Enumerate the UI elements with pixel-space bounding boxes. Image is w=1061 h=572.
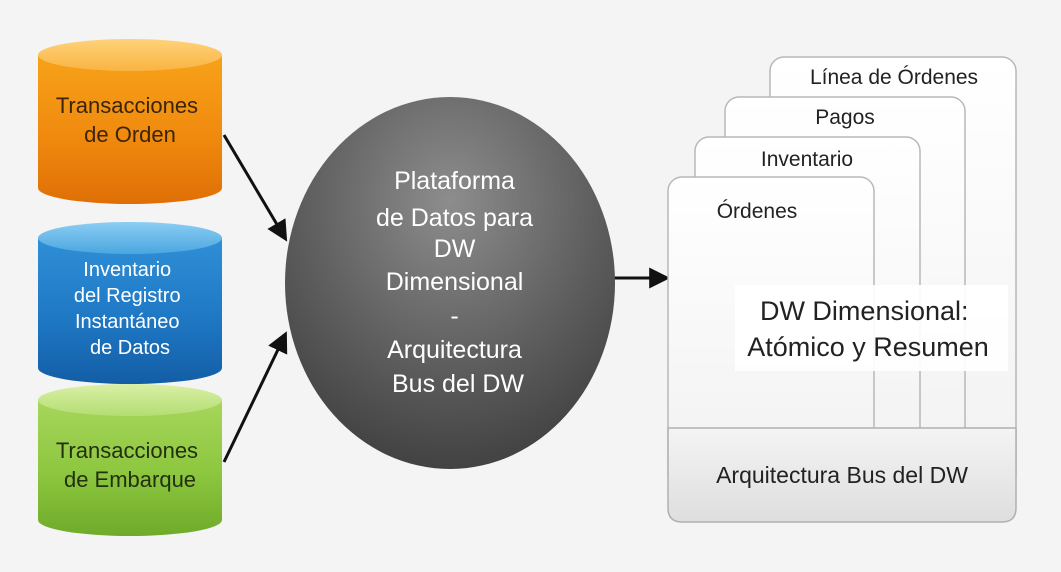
dw-summary-line: Atómico y Resumen <box>747 332 989 362</box>
platform-line: de Datos para <box>376 204 533 232</box>
source-orden-cylinder: Transacciones de Orden <box>38 39 222 204</box>
platform-line: - <box>450 302 458 330</box>
platform-label: Plataforma de Datos para DW Dimensional … <box>376 167 540 398</box>
platform-line: Plataforma <box>394 167 515 195</box>
cylinder-body <box>38 400 222 536</box>
cylinder-body <box>38 55 222 204</box>
platform-line: Bus del DW <box>392 370 524 398</box>
dw-summary-label: DW Dimensional: Atómico y Resumen <box>747 296 989 362</box>
cylinder-top <box>38 222 222 254</box>
source-orden-line: Transacciones <box>56 93 198 118</box>
source-inventario-line: Instantáneo <box>75 311 180 333</box>
source-inventario-line: del Registro <box>74 285 181 307</box>
platform-shape <box>285 97 615 469</box>
source-inventario-cylinder: Inventario del Registro Instantáneo de D… <box>38 222 222 384</box>
platform-ellipse: Plataforma de Datos para DW Dimensional … <box>285 97 615 469</box>
bus-base <box>667 427 1017 523</box>
source-embarque-line: de Embarque <box>64 467 196 492</box>
dw-summary-line: DW Dimensional: <box>760 296 969 326</box>
source-embarque-cylinder: Transacciones de Embarque <box>38 384 222 536</box>
bus-label: Arquitectura Bus del DW <box>716 462 968 488</box>
source-inventario-line: de Datos <box>90 337 170 359</box>
card-label-ordenes: Órdenes <box>717 200 798 223</box>
source-inventario-label: Inventario del Registro Instantáneo de D… <box>74 259 186 359</box>
cylinder-top <box>38 384 222 416</box>
platform-line: Dimensional <box>386 268 524 296</box>
arrow-orden-to-platform <box>222 134 288 242</box>
cylinder-body <box>38 238 222 384</box>
dw-stack: Línea de Órdenes Pagos Inventario Órdene… <box>667 56 1017 523</box>
cylinder-top <box>38 39 222 71</box>
arrow-embarque-to-platform <box>222 331 288 463</box>
source-inventario-line: Inventario <box>83 259 171 281</box>
dw-summary-panel <box>735 285 1008 371</box>
source-orden-label: Transacciones de Orden <box>56 93 204 147</box>
card-label-inventario: Inventario <box>761 148 853 171</box>
source-embarque-label: Transacciones de Embarque <box>56 438 204 492</box>
source-orden-line: de Orden <box>84 122 176 147</box>
platform-line: DW <box>434 235 476 263</box>
platform-line: Arquitectura <box>387 336 522 364</box>
card-label-linea: Línea de Órdenes <box>810 66 978 89</box>
source-embarque-line: Transacciones <box>56 438 198 463</box>
card-label-pagos: Pagos <box>815 106 875 129</box>
